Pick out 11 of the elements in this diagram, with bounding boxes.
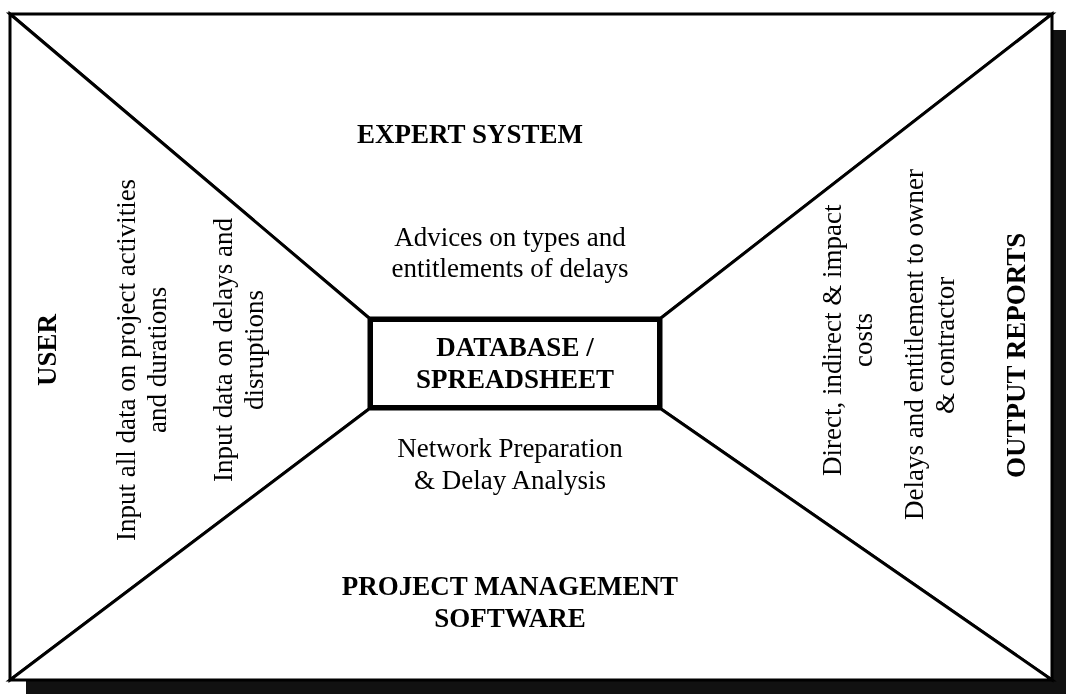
panel-heading: OUTPUT REPORTS [1000, 231, 1033, 480]
panel-text: Input all data on project activities and durations [109, 177, 173, 544]
panel-text: Delays and entitlement to owner & contractor [897, 168, 961, 523]
panel-text: Input data on delays and disruptions [206, 217, 270, 484]
panel-text: Direct, indirect & impact costs [815, 203, 879, 478]
database-box: DATABASE / SPREADSHEET [369, 318, 661, 409]
panel-text: Network Preparation & Delay Analysis [396, 432, 624, 497]
panel-text: Advices on types and entitlements of delays [390, 220, 630, 285]
panel-heading: USER [31, 312, 64, 388]
panel-heading: PROJECT MANAGEMENT SOFTWARE [340, 570, 680, 635]
panel-heading: EXPERT SYSTEM [356, 118, 584, 152]
